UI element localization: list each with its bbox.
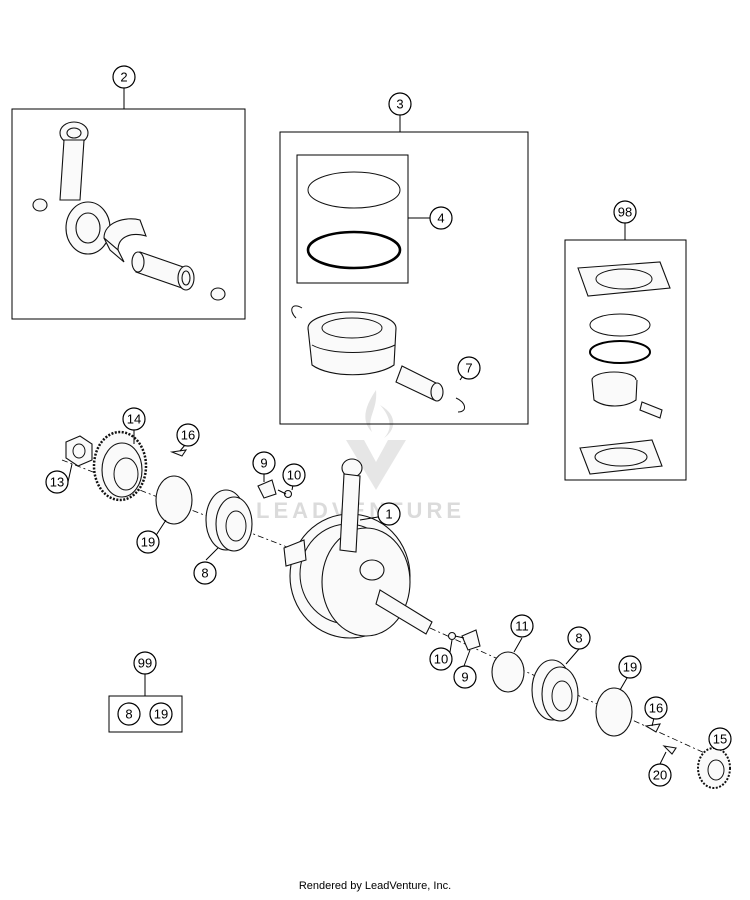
ring-upper-icon: [589, 313, 651, 337]
key-icon-2: [644, 723, 661, 733]
svg-text:4: 4: [437, 211, 444, 226]
circlip-icon: [291, 305, 303, 319]
callout-3[interactable]: 3: [388, 92, 412, 116]
svg-text:14: 14: [127, 412, 141, 427]
callout-4[interactable]: 4: [429, 206, 453, 230]
head-gasket-icon: [577, 261, 671, 297]
callout-8-left[interactable]: 8: [193, 561, 217, 585]
connecting-rod-icon: [59, 121, 111, 255]
callout-2[interactable]: 2: [112, 65, 136, 89]
svg-text:16: 16: [649, 701, 663, 716]
callout-7[interactable]: 7: [457, 356, 481, 380]
connecting-rod-kit-box: [11, 108, 246, 320]
ring-lower-icon: [589, 340, 651, 364]
piston-pin-icon: [395, 365, 444, 402]
svg-text:16: 16: [181, 428, 195, 443]
callout-16-upper[interactable]: 16: [176, 423, 200, 447]
footer-credit: Rendered by LeadVenture, Inc.: [298, 880, 452, 892]
base-gasket-icon: [579, 439, 663, 475]
callout-10-upper[interactable]: 10: [282, 463, 306, 487]
callout-15[interactable]: 15: [708, 727, 732, 751]
small-piston-icon: [591, 371, 638, 407]
svg-text:98: 98: [618, 205, 632, 220]
callout-20[interactable]: 20: [648, 763, 672, 787]
svg-text:2: 2: [120, 70, 127, 85]
crank-pin-icon: [131, 251, 195, 291]
svg-text:8: 8: [201, 566, 208, 581]
bracket-screw-icon: [257, 479, 293, 499]
svg-text:9: 9: [260, 456, 267, 471]
watermark: LEADVENTURE: [256, 390, 461, 523]
pin-icon: [662, 745, 677, 755]
gasket-set-group: [564, 223, 687, 481]
svg-text:19: 19: [154, 707, 168, 722]
svg-text:19: 19: [141, 535, 155, 550]
svg-text:99: 99: [138, 656, 152, 671]
bracket-screw-icon-2: [447, 629, 481, 651]
svg-text:10: 10: [287, 468, 301, 483]
svg-text:8: 8: [125, 707, 132, 722]
callout-99-item-19[interactable]: 19: [149, 702, 173, 726]
piston-icon: [307, 311, 397, 376]
callout-19-right[interactable]: 19: [618, 655, 642, 679]
svg-text:9: 9: [461, 670, 468, 685]
small-bearing-icon: [32, 198, 48, 212]
gear-icon: [92, 430, 148, 502]
piston-ring-upper-icon: [307, 171, 401, 209]
small-washer-icon: [210, 287, 226, 301]
svg-text:19: 19: [623, 660, 637, 675]
callout-99[interactable]: 99: [133, 651, 157, 675]
bearing-set-group: [108, 674, 183, 733]
timing-gear-icon: [697, 747, 731, 789]
svg-text:7: 7: [465, 361, 472, 376]
callout-16-lower[interactable]: 16: [644, 696, 668, 720]
crankshaft-icon: [283, 458, 433, 639]
callout-10-lower[interactable]: 10: [429, 647, 453, 671]
bearing-icon-2: [531, 659, 579, 722]
callout-9-lower[interactable]: 9: [453, 665, 477, 689]
washer-icon-2: [595, 687, 633, 737]
bearing-icon: [205, 489, 253, 552]
callout-19-left[interactable]: 19: [136, 530, 160, 554]
bearing-shell-icon: [103, 218, 147, 263]
circlip-icon-2: [455, 397, 465, 413]
svg-text:1: 1: [385, 507, 392, 522]
piston-ring-lower-icon: [306, 230, 402, 270]
callout-98[interactable]: 98: [613, 200, 637, 224]
svg-text:10: 10: [434, 652, 448, 667]
svg-text:13: 13: [50, 475, 64, 490]
nut-icon: [65, 435, 93, 467]
small-pin-icon: [639, 401, 663, 419]
watermark-v-icon: [346, 440, 406, 490]
svg-text:11: 11: [515, 619, 529, 634]
callout-99-item-8[interactable]: 8: [117, 702, 141, 726]
watermark-flame-icon: [365, 390, 394, 438]
callout-13[interactable]: 13: [45, 470, 69, 494]
svg-text:15: 15: [713, 732, 727, 747]
svg-text:8: 8: [575, 631, 582, 646]
callout-1[interactable]: 1: [377, 502, 401, 526]
connecting-rod-kit-group: [11, 88, 246, 320]
bearing-set-box: [108, 695, 183, 733]
callout-8-right[interactable]: 8: [567, 626, 591, 650]
callout-14[interactable]: 14: [122, 407, 146, 431]
washer-icon: [155, 475, 193, 525]
callout-11[interactable]: 11: [510, 614, 534, 638]
spacer-icon: [491, 651, 525, 693]
svg-text:20: 20: [653, 768, 667, 783]
key-icon: [169, 449, 188, 457]
callout-9-upper[interactable]: 9: [252, 451, 276, 475]
piston-kit-group: [279, 115, 529, 425]
piston-ring-box: [296, 154, 409, 284]
svg-text:3: 3: [396, 97, 403, 112]
piston-kit-box: [279, 131, 529, 425]
